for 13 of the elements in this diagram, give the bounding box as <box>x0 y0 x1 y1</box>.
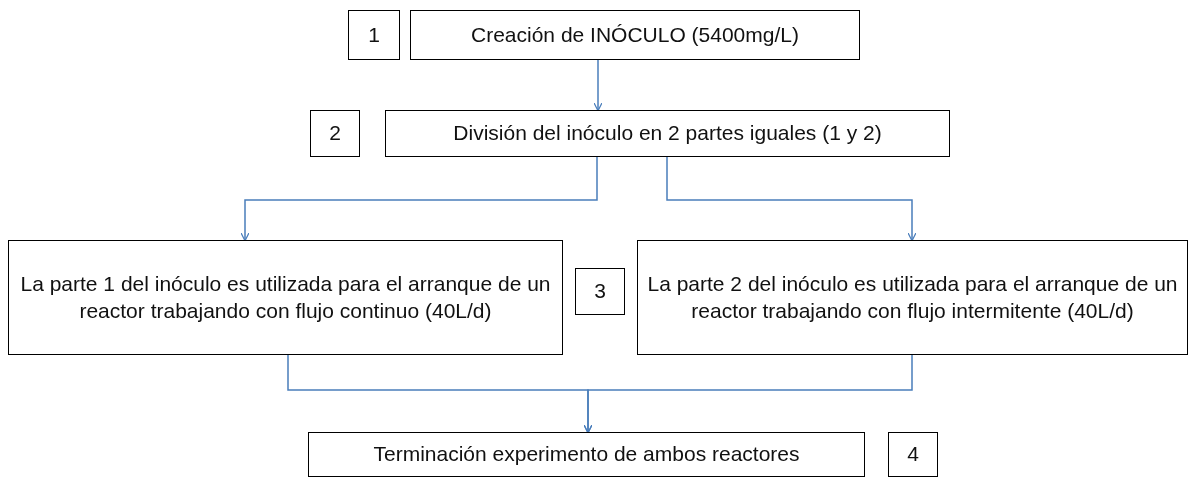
process-box: División del inóculo en 2 partes iguales (1 y 2) <box>385 110 950 157</box>
process-box: Creación de INÓCULO (5400mg/L) <box>410 10 860 60</box>
arrow <box>666 156 917 242</box>
arrow <box>583 354 913 434</box>
step-number-box: 1 <box>348 10 400 60</box>
step-number-box: 3 <box>575 268 625 315</box>
step-number-box: 4 <box>888 432 938 477</box>
arrow <box>593 59 603 112</box>
process-box: La parte 2 del inóculo es utilizada para el arranque de un reactor trabajando con flujo intermitente (40L/d) <box>637 240 1188 355</box>
process-box: Terminación experimento de ambos reactores <box>308 432 865 477</box>
step-number-box: 2 <box>310 110 360 157</box>
arrow <box>240 156 598 242</box>
process-box: La parte 1 del inóculo es utilizada para el arranque de un reactor trabajando con flujo continuo (40L/d) <box>8 240 563 355</box>
